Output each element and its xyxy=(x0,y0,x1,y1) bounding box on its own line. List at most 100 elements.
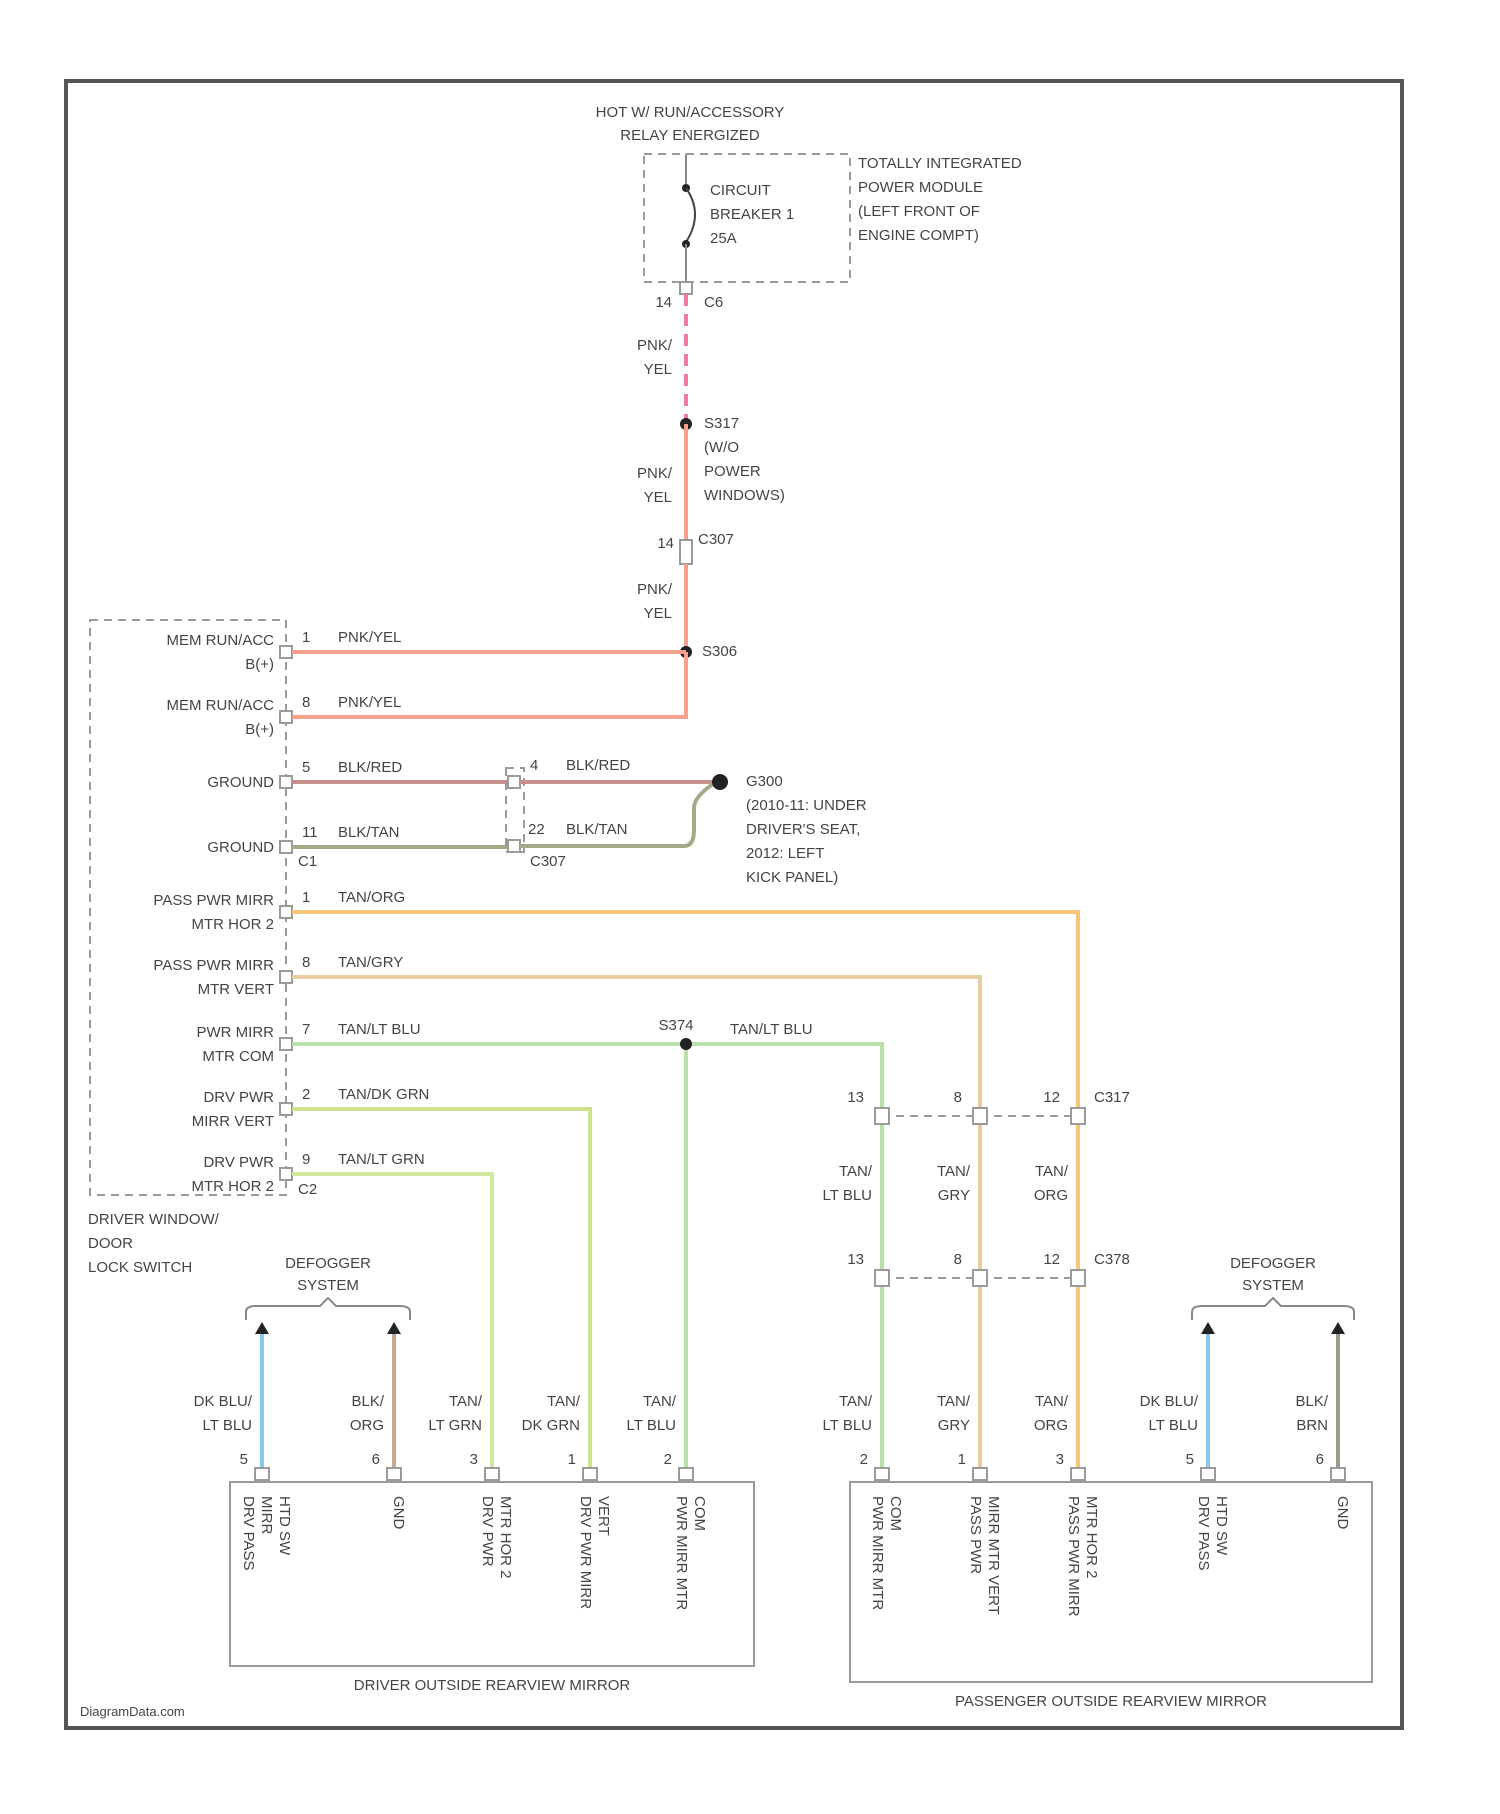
driver_mirror-wire-label: TAN/ xyxy=(643,1393,677,1410)
pass_mirror-wire-label: GRY xyxy=(938,1417,970,1434)
ground-label-5: KICK PANEL) xyxy=(746,869,838,886)
pass_mirror-terminal-name: MTR HOR 2 xyxy=(1083,1496,1100,1579)
connector-wire-label: TAN/ xyxy=(937,1163,971,1180)
driver_mirror-pin-terminal xyxy=(583,1468,597,1480)
switch-name-2: DOOR xyxy=(88,1235,133,1252)
switch-pin-label: B(+) xyxy=(245,656,274,673)
trunk-wire-a-1: PNK/ xyxy=(637,337,673,354)
switch-pin-terminal xyxy=(280,646,292,658)
driver_mirror-terminal-name: PWR MIRR MTR xyxy=(673,1496,690,1610)
driver_mirror-wire-label: TAN/ xyxy=(449,1393,483,1410)
breaker-label-2: BREAKER 1 xyxy=(710,206,794,223)
c307-trunk-pin-number: 14 xyxy=(657,535,674,552)
pass_mirror-terminal-name: PWR MIRR MTR xyxy=(869,1496,886,1610)
driver_mirror-wire-label: TAN/ xyxy=(547,1393,581,1410)
pass_mirror-terminal-name: MIRR MTR VERT xyxy=(985,1496,1002,1615)
pass_mirror-pin-terminal xyxy=(1331,1468,1345,1480)
driver_mirror-wire-label: ORG xyxy=(350,1417,384,1434)
driver_mirror-terminal-name: COM xyxy=(691,1496,708,1531)
switch-pin-number: 8 xyxy=(302,954,310,971)
pass_mirror-pin-terminal xyxy=(875,1468,889,1480)
connector-lower-name: C378 xyxy=(1094,1251,1130,1268)
switch-conn-c1: C1 xyxy=(298,853,317,870)
ground-label-2: (2010-11: UNDER xyxy=(746,797,867,814)
driver_mirror-terminal-name: DRV PASS xyxy=(240,1496,257,1570)
pass_mirror-box xyxy=(850,1482,1372,1682)
driver-mirror-section: DRIVER OUTSIDE REARVIEW MIRRORDEFOGGERSY… xyxy=(194,1255,754,1694)
switch-pin-wire-label: TAN/LT BLU xyxy=(338,1021,421,1038)
connector-wire-label: GRY xyxy=(938,1187,970,1204)
driver_mirror-wire-label: BLK/ xyxy=(351,1393,384,1410)
supply-label-2: RELAY ENERGIZED xyxy=(620,127,760,144)
switch-pin-terminal xyxy=(280,776,292,788)
ground-section: 4 BLK/RED 22 BLK/TAN C307 G300 (2010-11:… xyxy=(506,757,867,886)
splice2-label: S306 xyxy=(702,643,737,660)
ground-label-4: 2012: LEFT xyxy=(746,845,824,862)
switch-pin-label: GROUND xyxy=(207,774,274,791)
connector-upper-name: C317 xyxy=(1094,1089,1130,1106)
c307-wire-b: BLK/TAN xyxy=(566,821,627,838)
pass_mirror-wire-label: BLK/ xyxy=(1295,1393,1328,1410)
driver_mirror-pin-terminal xyxy=(255,1468,269,1480)
switch-pin-wire-label: TAN/LT GRN xyxy=(338,1151,425,1168)
driver_mirror-wire-label: DK GRN xyxy=(522,1417,580,1434)
switch-pin-label: DRV PWR xyxy=(203,1089,274,1106)
breaker-connector-name: C6 xyxy=(704,294,723,311)
pass_mirror-wire-label: ORG xyxy=(1034,1417,1068,1434)
pass_mirror-wire-label: TAN/ xyxy=(839,1393,873,1410)
connector-upper-pin xyxy=(875,1108,889,1124)
pass_mirror-terminal-name: HTD SW xyxy=(1213,1496,1230,1556)
connector-wire-label: LT BLU xyxy=(823,1187,872,1204)
switch-pin-number: 5 xyxy=(302,759,310,776)
driver_mirror-wire-label: LT BLU xyxy=(203,1417,252,1434)
driver_mirror-terminal-name: MTR HOR 2 xyxy=(497,1496,514,1579)
switch-pin-terminal xyxy=(280,971,292,983)
pass_mirror-wire-label: BRN xyxy=(1296,1417,1328,1434)
module-label-4: ENGINE COMPT) xyxy=(858,227,979,244)
switch-pin-label: MEM RUN/ACC xyxy=(167,632,275,649)
trunk-wire-c-1: PNK/ xyxy=(637,581,673,598)
switch-pin-number: 9 xyxy=(302,1151,310,1168)
connector-upper-pin-number: 8 xyxy=(954,1089,962,1106)
pass_mirror-pin-terminal xyxy=(973,1468,987,1480)
connector-upper-pin-number: 12 xyxy=(1043,1089,1060,1106)
driver_mirror-pin-number: 5 xyxy=(240,1451,248,1468)
pass_mirror-terminal-name: COM xyxy=(887,1496,904,1531)
switch-pin-label: GROUND xyxy=(207,839,274,856)
driver_mirror-wire-label: DK BLU/ xyxy=(194,1393,253,1410)
ground-label-1: G300 xyxy=(746,773,783,790)
pass_mirror-pin-number: 5 xyxy=(1186,1451,1194,1468)
switch-pin-wire-label: BLK/RED xyxy=(338,759,402,776)
switch-wires xyxy=(292,652,1078,1468)
breaker-pin-number: 14 xyxy=(655,294,672,311)
pass_mirror-terminal-name: GND xyxy=(1334,1496,1351,1530)
breaker-label-3: 25A xyxy=(710,230,737,247)
ground-label-3: DRIVER'S SEAT, xyxy=(746,821,860,838)
pass_mirror-terminal-name: PASS PWR xyxy=(967,1496,984,1574)
c307-pin-22-number: 22 xyxy=(528,821,545,838)
breaker-element xyxy=(686,188,695,242)
trunk-wire-b-2: YEL xyxy=(644,489,672,506)
connector-upper-pin-number: 13 xyxy=(847,1089,864,1106)
pass_mirror-pin-terminal xyxy=(1201,1468,1215,1480)
connector-lower-pin-number: 12 xyxy=(1043,1251,1060,1268)
trunk-wire-a-2: YEL xyxy=(644,361,672,378)
splice1-label-1: S317 xyxy=(704,415,739,432)
c307-pin-4-number: 4 xyxy=(530,757,538,774)
connector-upper-pin xyxy=(973,1108,987,1124)
c307-ground-conn-name: C307 xyxy=(530,853,566,870)
driver_mirror-pin-number: 3 xyxy=(470,1451,478,1468)
driver_mirror-defogger-label: DEFOGGER xyxy=(285,1255,371,1272)
trunk-wire-b-1: PNK/ xyxy=(637,465,673,482)
driver_mirror-terminal-name: DRV PWR xyxy=(479,1496,496,1567)
pass_mirror-terminal-name: DRV PASS xyxy=(1195,1496,1212,1570)
switch-pin-label: PASS PWR MIRR xyxy=(153,957,274,974)
passenger-connectors: 13812C31713812C378TAN/LT BLUTAN/GRYTAN/O… xyxy=(823,1089,1130,1286)
connector-lower-pin-number: 8 xyxy=(954,1251,962,1268)
switch-pin-label: MEM RUN/ACC xyxy=(167,697,275,714)
switch-pin-terminal xyxy=(280,1168,292,1180)
driver_mirror-terminal-name: GND xyxy=(390,1496,407,1530)
pass_mirror-pin-terminal xyxy=(1071,1468,1085,1480)
driver_mirror-wire-label: LT GRN xyxy=(428,1417,482,1434)
